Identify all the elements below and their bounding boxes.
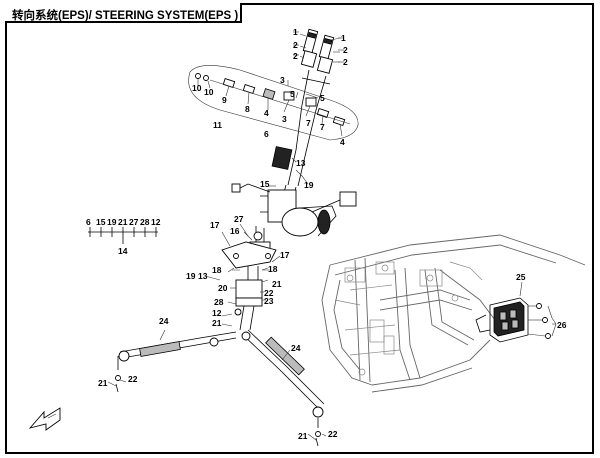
callout-22: 22 [128,374,138,384]
callout-4: 4 [340,137,345,147]
leader-lines [88,31,556,441]
callout-5: 5 [290,89,295,99]
callout-24: 24 [291,343,301,353]
callout-24: 24 [159,316,169,326]
callout-8: 8 [245,104,250,114]
steering-column-upper [287,28,341,187]
callout-20: 20 [218,283,228,293]
legend-group-number: 14 [118,246,128,256]
callout-23: 23 [264,296,274,306]
legend-item: 28 [140,217,150,227]
callout-19: 19 [186,271,196,281]
callout-2: 2 [343,45,348,55]
diagram-border [5,3,594,454]
callout-28: 28 [214,297,224,307]
tie-rod-right [241,329,325,447]
eps-controller [475,297,557,343]
title-box: 转向系统(EPS)/ STEERING SYSTEM(EPS ) [5,3,242,23]
callout-21: 21 [212,318,222,328]
callout-13: 13 [198,271,208,281]
callout-15: 15 [260,179,270,189]
callout-27: 27 [234,214,244,224]
callout-labels: 1 1 2 2 2 2 10 10 9 8 4 3 5 5 3 7 7 4 11… [98,27,567,441]
callout-7: 7 [306,118,311,128]
front-direction-arrow-icon [28,407,61,431]
callout-21: 21 [98,378,108,388]
tie-rod-left [115,331,237,393]
callout-18: 18 [212,265,222,275]
callout-2: 2 [293,51,298,61]
legend-item: 6 [86,217,91,227]
callout-2: 2 [293,40,298,50]
callout-17: 17 [280,250,290,260]
legend-item: 15 [96,217,106,227]
callout-13: 13 [296,158,306,168]
callout-9: 9 [222,95,227,105]
eps-motor-unit [231,146,357,253]
callout-17: 17 [210,220,220,230]
callout-1: 1 [341,33,346,43]
diagram-title: 转向系统(EPS)/ STEERING SYSTEM(EPS ) [12,10,239,22]
callout-19: 19 [304,180,314,190]
legend-item: 27 [129,217,139,227]
callout-12: 12 [212,308,222,318]
legend-item: 12 [151,217,161,227]
legend-item: 19 [107,217,117,227]
callout-26: 26 [557,320,567,330]
callout-3: 3 [280,75,285,85]
callout-10: 10 [204,87,214,97]
callout-7: 7 [320,122,325,132]
callout-11: 11 [213,120,222,130]
callout-21: 21 [272,279,282,289]
legend-item: 21 [118,217,128,227]
callout-16: 16 [230,226,240,236]
callout-10: 10 [192,83,202,93]
vehicle-frame [321,234,586,393]
legend-group-14: 6 15 19 21 27 28 12 14 [86,217,161,256]
callout-2: 2 [343,57,348,67]
callout-18: 18 [268,264,278,274]
bracket-assembly-oval [188,65,359,141]
callout-25: 25 [516,272,526,282]
callout-21: 21 [298,431,308,441]
callout-3: 3 [282,114,287,124]
callout-4: 4 [264,108,269,118]
callout-22: 22 [328,429,338,439]
lower-shaft-assembly [221,241,277,331]
callout-1: 1 [293,27,298,37]
callout-5: 5 [320,93,325,103]
callout-6: 6 [264,129,269,139]
callout-22: 22 [264,288,274,298]
